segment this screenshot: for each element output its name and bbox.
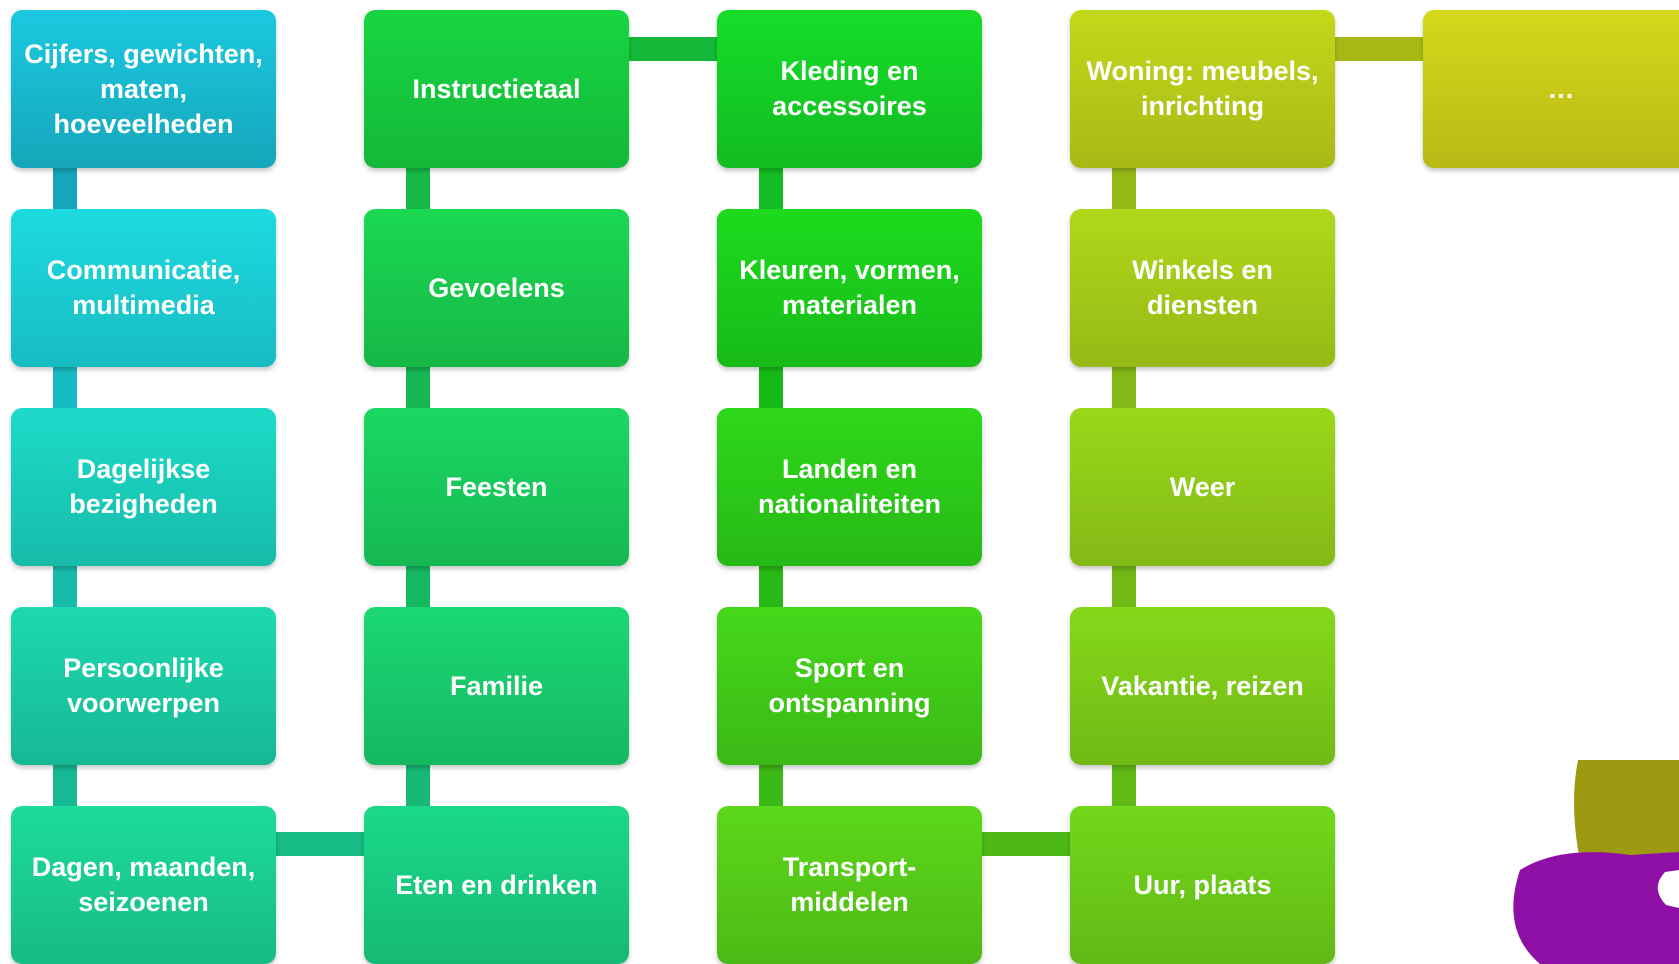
connector-line (1335, 37, 1423, 61)
topic-label: Instructietaal (412, 73, 581, 104)
topic-label: Gevoelens (428, 272, 565, 303)
topic-label: Woning: meubels, inrichting (1086, 56, 1319, 121)
topic-box: Landen en nationaliteiten (717, 408, 982, 566)
white-swoosh (1657, 870, 1679, 908)
topic-label: Weer (1169, 471, 1236, 502)
connector-line (406, 367, 430, 408)
topic-box: Transport-middelen (717, 806, 982, 964)
topic-box: Gevoelens (364, 209, 629, 367)
topic-label: Persoonlijke voorwerpen (63, 653, 224, 718)
topic-label: Landen en nationaliteiten (757, 454, 941, 519)
connector-line (1112, 765, 1136, 806)
connector-line (982, 832, 1070, 856)
topic-label: Dagen, maanden, seizoenen (31, 852, 256, 917)
connector-line (759, 765, 783, 806)
topic-box: Persoonlijke voorwerpen (11, 607, 276, 765)
topic-label: Feesten (445, 471, 548, 502)
topic-label: Vakantie, reizen (1101, 670, 1304, 701)
topic-box: Dagelijkse bezigheden (11, 408, 276, 566)
connector-line (53, 765, 77, 806)
connector-line (629, 37, 717, 61)
connector-line (53, 566, 77, 607)
topic-label: Dagelijkse bezigheden (69, 454, 218, 519)
topic-label: Kleuren, vormen, materialen (739, 255, 960, 320)
topic-label: Communicatie, multimedia (46, 255, 241, 320)
connector-line (406, 765, 430, 806)
topic-label: Eten en drinken (395, 869, 598, 900)
topic-box: Sport en ontspanning (717, 607, 982, 765)
topic-box: Familie (364, 607, 629, 765)
connector-line (1112, 367, 1136, 408)
connector-line (1112, 168, 1136, 209)
topic-label: Cijfers, gewichten, maten, hoeveelheden (24, 38, 263, 139)
topic-label: Kleding en accessoires (772, 56, 927, 121)
topic-label: Familie (449, 670, 544, 701)
topic-label: Winkels en diensten (1132, 255, 1273, 320)
topic-box: Uur, plaats (1070, 806, 1335, 964)
topic-label: Transport-middelen (782, 852, 917, 917)
topic-box: Eten en drinken (364, 806, 629, 964)
topic-box: … (1423, 10, 1679, 168)
topic-label: Uur, plaats (1133, 869, 1272, 900)
connector-line (53, 168, 77, 209)
topic-box: Winkels en diensten (1070, 209, 1335, 367)
connector-line (406, 566, 430, 607)
topic-box: Cijfers, gewichten, maten, hoeveelheden (11, 10, 276, 168)
connector-line (759, 566, 783, 607)
topic-box: Kleding en accessoires (717, 10, 982, 168)
connector-line (53, 367, 77, 408)
topic-box: Vakantie, reizen (1070, 607, 1335, 765)
connector-line (276, 832, 364, 856)
decorative-logo-shape (1513, 760, 1679, 964)
connector-line (406, 168, 430, 209)
topic-box: Woning: meubels, inrichting (1070, 10, 1335, 168)
connector-line (759, 367, 783, 408)
topic-box: Dagen, maanden, seizoenen (11, 806, 276, 964)
topic-box: Weer (1070, 408, 1335, 566)
topic-box: Feesten (364, 408, 629, 566)
topic-label: Sport en ontspanning (768, 653, 931, 718)
connector-line (1112, 566, 1136, 607)
connector-line (759, 168, 783, 209)
purple-shape (1513, 852, 1679, 964)
topic-box: Kleuren, vormen, materialen (717, 209, 982, 367)
topic-label: … (1547, 73, 1575, 104)
topic-box: Communicatie, multimedia (11, 209, 276, 367)
topic-box: Instructietaal (364, 10, 629, 168)
